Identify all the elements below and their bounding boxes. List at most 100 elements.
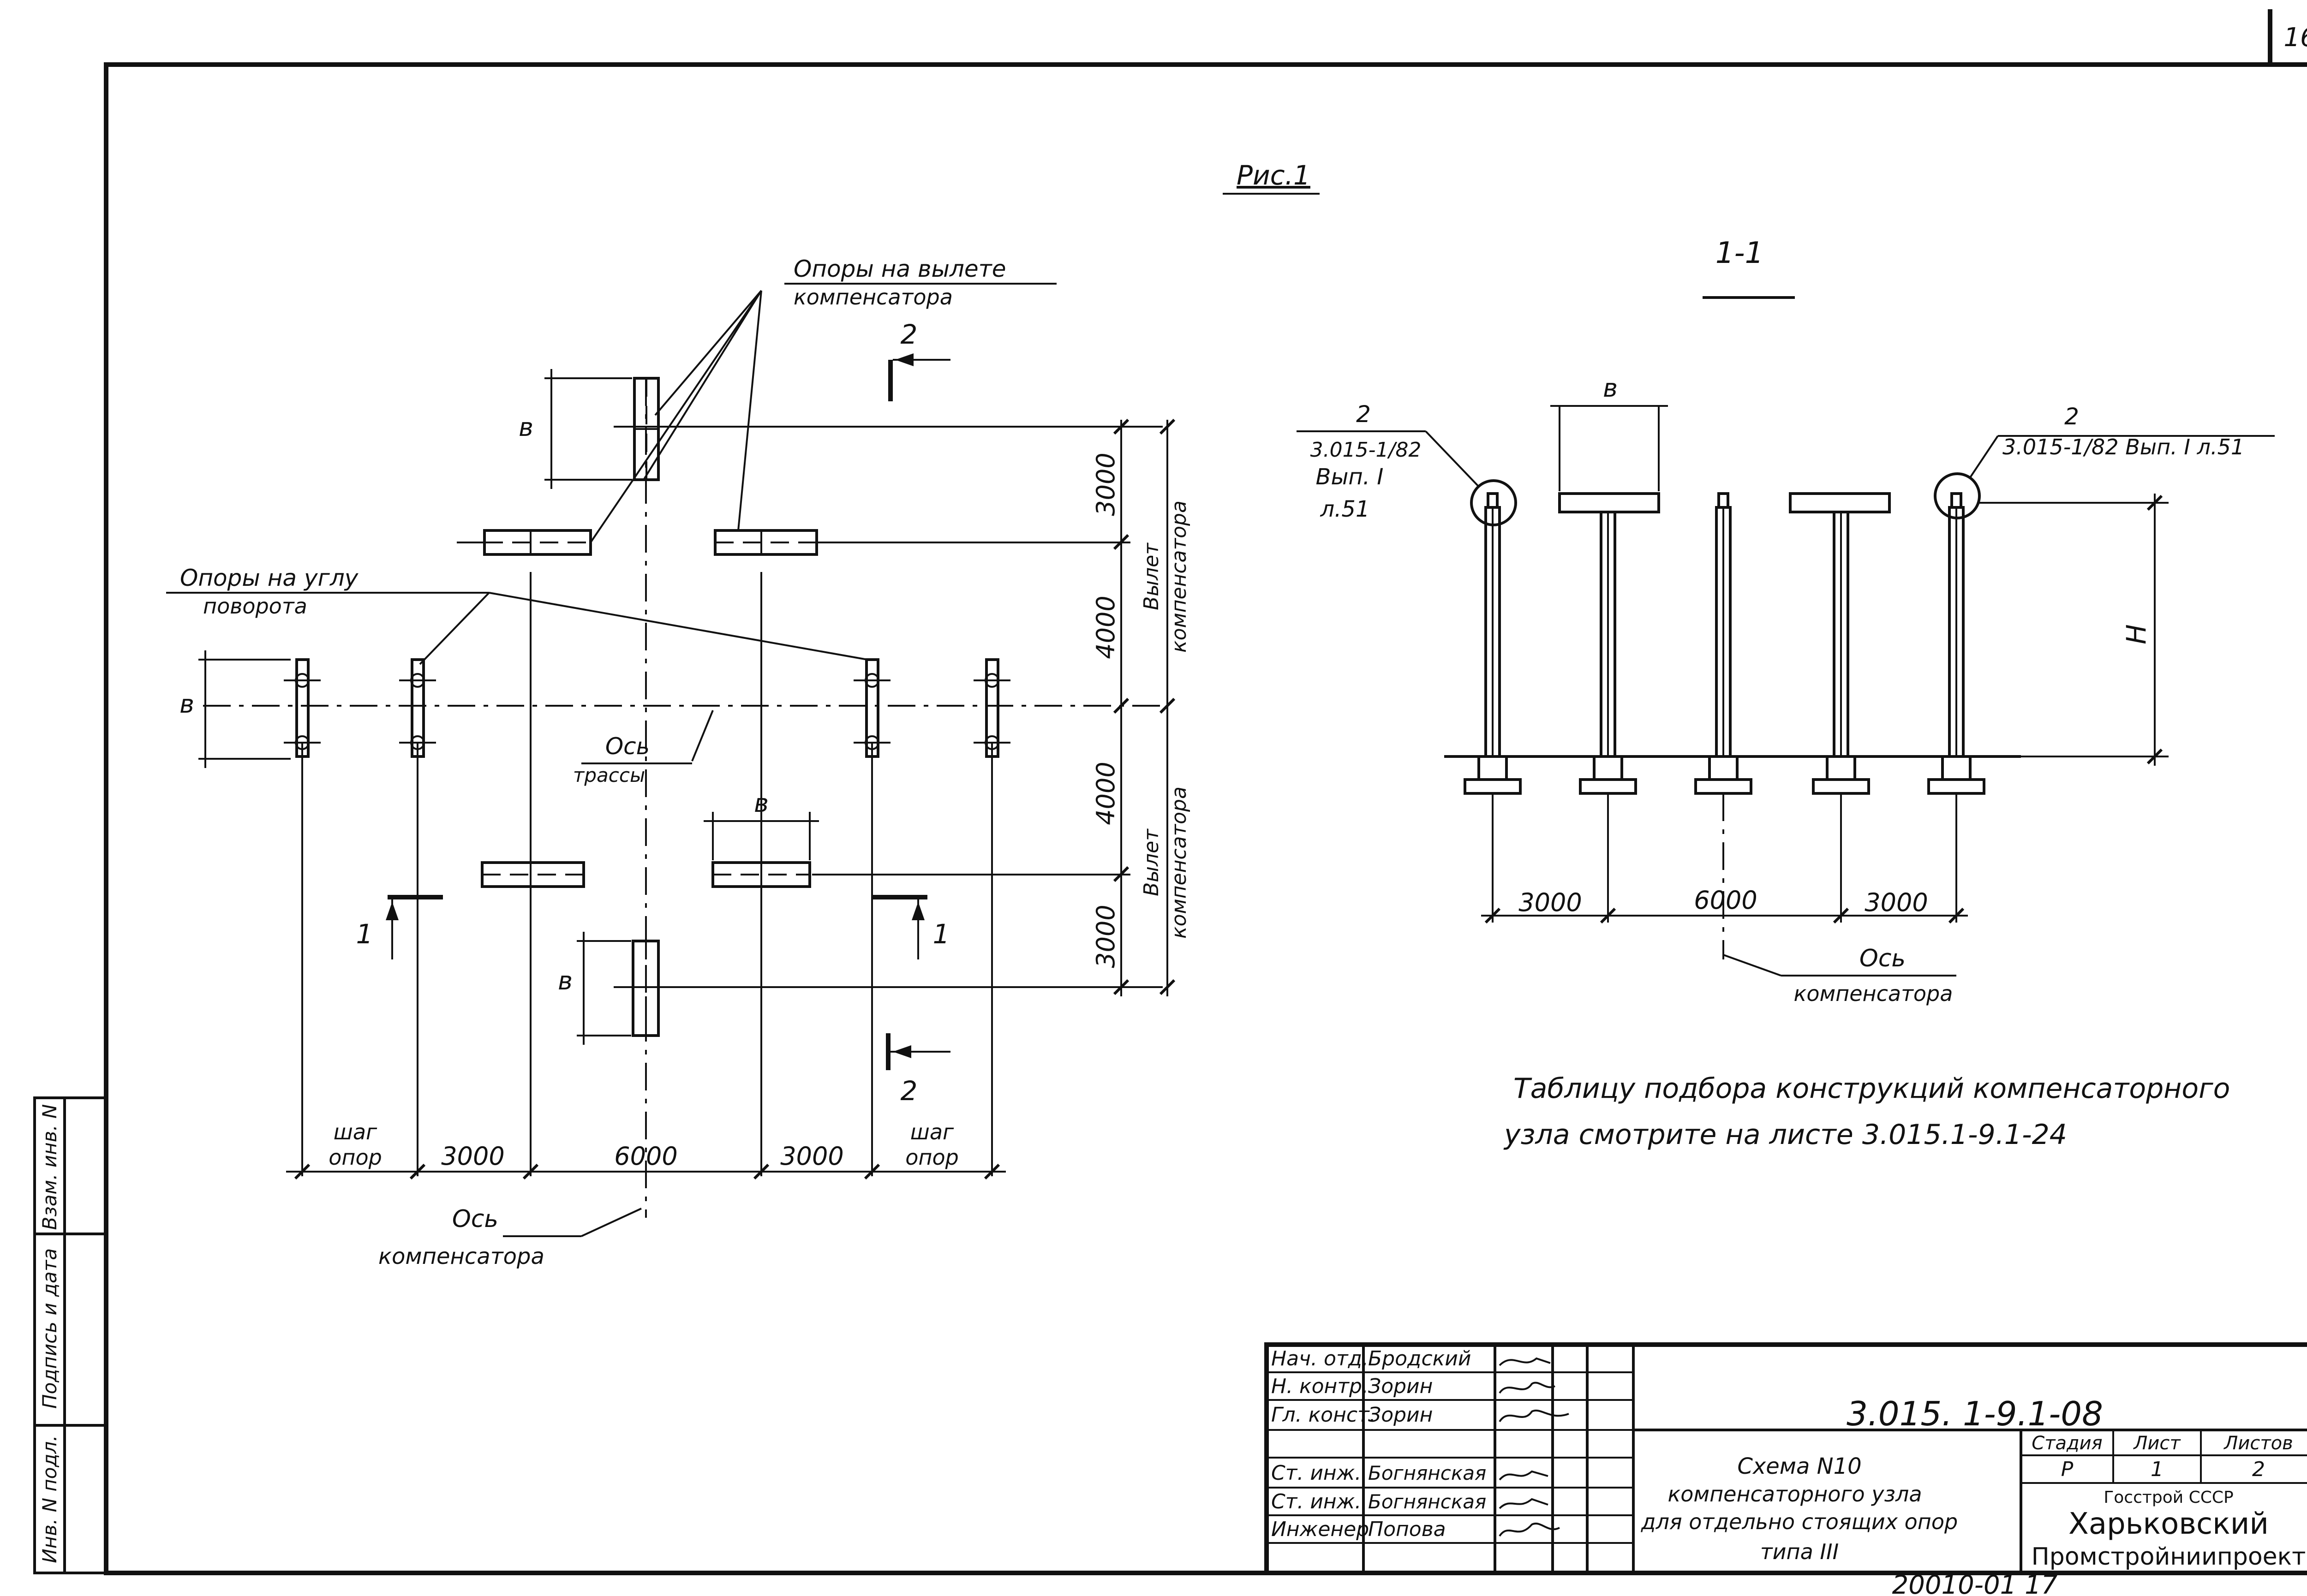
tb-name-5: Богнянская [1368, 1462, 1486, 1484]
label-supports-exit-1: Опоры на вылете [794, 256, 1006, 282]
tb-sheets-header: Листов [2223, 1433, 2293, 1454]
tb-sheets: 2 [2252, 1458, 2265, 1481]
section-column-3 [1694, 492, 1752, 795]
section-mark-1-right: 1 [872, 895, 950, 959]
tb-doc-code: 3.015. 1-9.1-08 [1847, 1394, 2103, 1433]
plan-dim-step-right-2: опор [905, 1145, 959, 1170]
side-stamp-inv: Инв. N подл. [38, 1435, 61, 1563]
plan-bottom-dim-ticks [294, 1163, 1000, 1180]
support-turn-3 [854, 658, 891, 758]
section-mark-2-top: 2 [888, 319, 950, 401]
tb-name-1: Бродский [1368, 1347, 1471, 1370]
section-mark-1-left: 1 [356, 895, 443, 959]
svg-text:1: 1 [356, 918, 373, 950]
plan-dim-v-3000-top: 3000 [1091, 453, 1120, 516]
tb-name-2: Зорин [1368, 1375, 1433, 1398]
tb-stage: Р [2061, 1458, 2074, 1481]
tb-title-4: типа III [1760, 1539, 1839, 1564]
support-exit-lower-right [711, 861, 811, 888]
label-route-axis-1: Ось [605, 733, 650, 760]
plan-dim-v-4000-bottom: 4000 [1091, 762, 1120, 825]
plan-dim-3000-right: 3000 [780, 1142, 843, 1171]
tb-org-3: Промстройниипроект [2032, 1543, 2306, 1571]
tb-name-7: Попова [1368, 1518, 1446, 1541]
section-ref-right-1: 2 [2064, 403, 2079, 430]
plan-dim-b-left: в [179, 690, 194, 719]
section-title: 1-1 [1715, 236, 1764, 270]
plan-axis-comp-label-1: Ось [452, 1205, 498, 1233]
section-column-2 [1558, 492, 1660, 795]
plan-axis-comp-leader [581, 1208, 642, 1237]
section-dim-3000-left: 3000 [1518, 888, 1582, 917]
plan-dim-3000-left: 3000 [441, 1142, 504, 1171]
note-line-2: узла смотрите на листе 3.015.1-9.1-24 [1503, 1119, 2067, 1151]
label-supports-exit-leaders [590, 290, 762, 543]
label-supports-exit-2: компенсатора [794, 285, 953, 310]
label-exit-lower-1: Вылет [1140, 828, 1163, 896]
plan-view: шаг опор 3000 6000 3000 шаг опор Ось ком… [166, 256, 1191, 1269]
side-stamp-replace: Взам. инв. N [38, 1104, 61, 1230]
plan-dim-b-lower: в [754, 789, 769, 818]
section-dim-3000-right: 3000 [1865, 888, 1928, 917]
plan-dim-b-bottom: в [558, 966, 573, 995]
section-column-4 [1789, 492, 1891, 795]
label-supports-turn-2: поворота [203, 594, 307, 619]
side-stamp: Инв. N подл. Подпись и дата Взам. инв. N [33, 1096, 108, 1574]
title-block: Нач. отд. Н. контр. Гл. конст. Ст. инж. … [1264, 1342, 2307, 1575]
section-view: 1-1 [1297, 236, 2275, 1006]
sheet-frame [104, 9, 2307, 1575]
label-route-axis-2: трассы [573, 764, 645, 786]
support-exit-upper-left [483, 529, 592, 556]
label-exit-upper-2: компенсатора [1167, 500, 1191, 653]
support-turn-4 [974, 658, 1010, 758]
figure-label: Рис.1 [1237, 160, 1310, 191]
label-supports-turn-1: Опоры на углу [180, 565, 359, 591]
archive-number: 20010-01 17 [1892, 1570, 2058, 1596]
section-column-5 [1927, 472, 1985, 795]
plan-dim-step-left-2: опор [329, 1145, 382, 1170]
section-column-1 [1464, 479, 1522, 795]
label-exit-lower-2: компенсатора [1167, 786, 1191, 939]
tb-role-1: Нач. отд. [1271, 1347, 1369, 1370]
tb-role-5: Ст. инж. [1271, 1461, 1361, 1485]
tb-title-2: компенсаторного узла [1667, 1482, 1922, 1507]
support-exit-lower-left [481, 861, 585, 888]
tb-role-7: Инженер [1271, 1518, 1369, 1541]
section-axis-label-1: Ось [1859, 945, 1906, 972]
support-top-vertical [633, 377, 660, 481]
tb-stage-header: Стадия [2032, 1433, 2102, 1454]
label-exit-upper-1: Вылет [1140, 542, 1163, 610]
plan-dim-6000: 6000 [614, 1142, 677, 1171]
plan-axis-comp-label-2: компенсатора [378, 1244, 544, 1269]
tb-title-1: Схема N10 [1737, 1453, 1861, 1479]
support-exit-upper-right [714, 529, 818, 556]
plan-dim-step-left-1: шаг [334, 1120, 377, 1144]
plan-dim-step-right-1: шаг [910, 1120, 954, 1144]
section-dim-h: Н [2121, 624, 2152, 644]
section-ref-left-3: Вып. I [1316, 464, 1384, 490]
section-ref-left-1: 2 [1356, 401, 1371, 428]
side-stamp-sign: Подпись и дата [38, 1248, 61, 1409]
section-mark-2-bottom: 2 [886, 1033, 950, 1107]
section-ref-left-4: л.51 [1320, 496, 1369, 522]
support-turn-2 [399, 658, 436, 758]
sheet-number: 16 [2283, 23, 2307, 53]
tb-sheet: 1 [2151, 1458, 2164, 1481]
tb-role-2: Н. контр. [1271, 1375, 1369, 1398]
tb-org-1: Госстрой СССР [2104, 1488, 2233, 1507]
plan-dim-v-3000-bottom: 3000 [1091, 905, 1120, 968]
note-line-1: Таблицу подбора конструкций компенсаторн… [1513, 1072, 2230, 1105]
svg-text:1: 1 [933, 918, 950, 950]
svg-text:2: 2 [901, 1075, 918, 1107]
tb-signatures [1499, 1357, 1569, 1537]
tb-title-3: для отдельно стоящих опор [1641, 1509, 1958, 1534]
section-ref-left-2: 3.015-1/82 [1310, 438, 1422, 462]
support-turn-1 [284, 658, 321, 758]
section-ref-right-2: 3.015-1/82 Вып. I л.51 [2002, 435, 2244, 459]
plan-dim-b-top: в [519, 413, 533, 442]
section-dim-6000: 6000 [1694, 886, 1757, 915]
section-dim-b: в [1603, 374, 1618, 403]
tb-name-6: Богнянская [1368, 1490, 1486, 1513]
plan-guide-lines [301, 572, 993, 1176]
